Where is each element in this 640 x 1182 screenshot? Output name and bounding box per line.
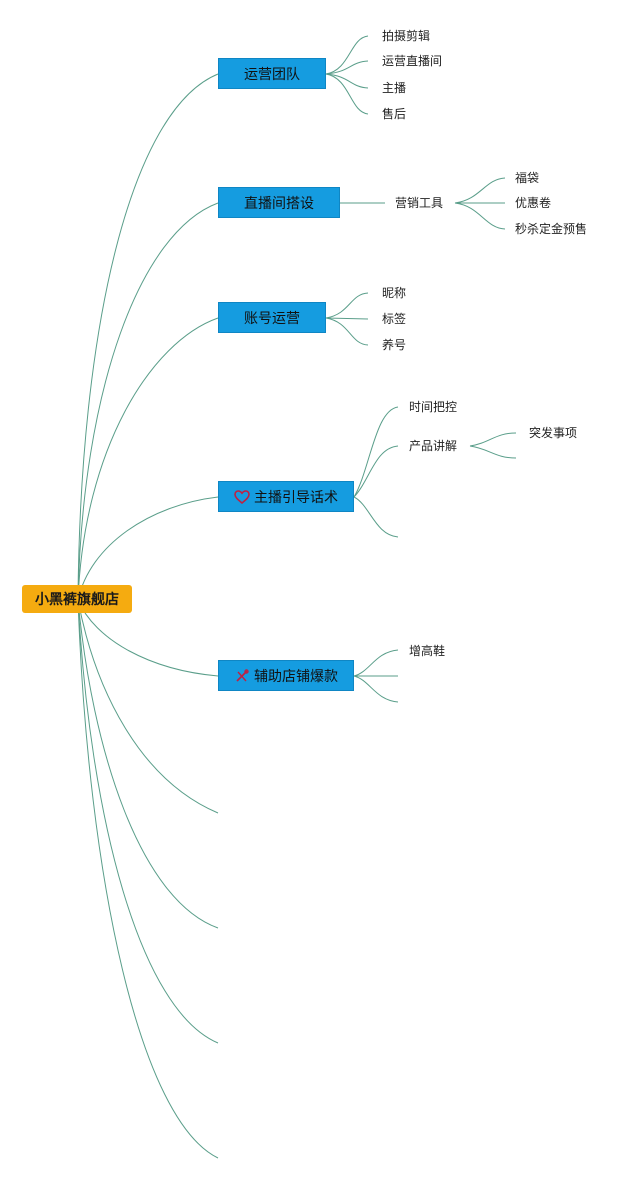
connector-b5-c1	[353, 649, 399, 677]
connector-root-to-empty-2	[77, 599, 219, 929]
connector-b5-c3	[353, 675, 399, 703]
subtopic-label[interactable]: 优惠卷	[515, 196, 552, 210]
connector-root-to-branch-3	[77, 317, 219, 601]
tools-icon	[234, 668, 250, 684]
connector-root-to-empty-3	[77, 599, 219, 1044]
branch-topic-account-operations[interactable]: 账号运营	[218, 302, 326, 333]
connector-b1-c4	[325, 73, 369, 115]
subtopic-label[interactable]: 时间把控	[409, 400, 458, 414]
connector-b2-gc1	[454, 177, 506, 204]
branch-topic-store-bestseller[interactable]: 辅助店铺爆款	[218, 660, 354, 691]
connector-b1-c3	[325, 73, 369, 89]
branch-topic-operations-team[interactable]: 运营团队	[218, 58, 326, 89]
connector-root-to-empty-4	[77, 599, 219, 1159]
branch-topic-label: 主播引导话术	[254, 489, 338, 506]
subtopic-label[interactable]: 拍摄剪辑	[382, 29, 431, 43]
branch-topic-host-script[interactable]: 主播引导话术	[218, 481, 354, 512]
branch-topic-label: 运营团队	[244, 66, 300, 83]
heart-icon	[234, 489, 250, 504]
subtopic-label[interactable]: 售后	[382, 107, 407, 121]
branch-topic-label: 直播间搭设	[244, 195, 314, 212]
root-topic-label: 小黑裤旗舰店	[35, 592, 119, 608]
branch-topic-label: 账号运营	[244, 310, 300, 327]
subtopic-label[interactable]: 运营直播间	[382, 54, 443, 68]
subtopic-label[interactable]: 养号	[382, 338, 407, 352]
connector-b4-c3	[353, 496, 399, 538]
connector-b1-c2	[325, 60, 369, 75]
branch-topic-live-room-setup[interactable]: 直播间搭设	[218, 187, 340, 218]
connector-b4-c2	[353, 445, 399, 498]
connector-root-to-branch-5	[77, 599, 219, 677]
connector-b1-c1	[325, 35, 369, 75]
connector-b3-c3	[325, 317, 369, 346]
subtopic-label[interactable]: 标签	[382, 312, 407, 326]
branch-topic-label: 辅助店铺爆款	[254, 668, 338, 685]
subtopic-label[interactable]: 突发事项	[529, 426, 578, 440]
subtopic-label[interactable]: 昵称	[382, 286, 407, 300]
subtopic-label[interactable]: 产品讲解	[409, 439, 458, 453]
subtopic-label[interactable]: 增高鞋	[409, 644, 446, 658]
connector-b2-gc3	[454, 202, 506, 230]
connector-root-to-branch-4	[77, 496, 219, 601]
connector-b4-gc2	[469, 445, 517, 459]
subtopic-label[interactable]: 福袋	[515, 171, 540, 185]
connector-b4-c1	[353, 406, 399, 498]
connector-b3-c1	[325, 292, 369, 319]
root-topic[interactable]: 小黑裤旗舰店	[22, 585, 132, 613]
connector-root-to-branch-1	[77, 73, 219, 601]
connector-root-to-empty-1	[77, 599, 219, 814]
connector-b3-c2	[325, 317, 369, 320]
subtopic-label[interactable]: 营销工具	[395, 196, 444, 210]
connector-b4-gc1	[469, 432, 517, 447]
subtopic-label[interactable]: 秒杀定金预售	[515, 222, 588, 236]
connector-root-to-branch-2	[77, 202, 219, 601]
subtopic-label[interactable]: 主播	[382, 81, 407, 95]
